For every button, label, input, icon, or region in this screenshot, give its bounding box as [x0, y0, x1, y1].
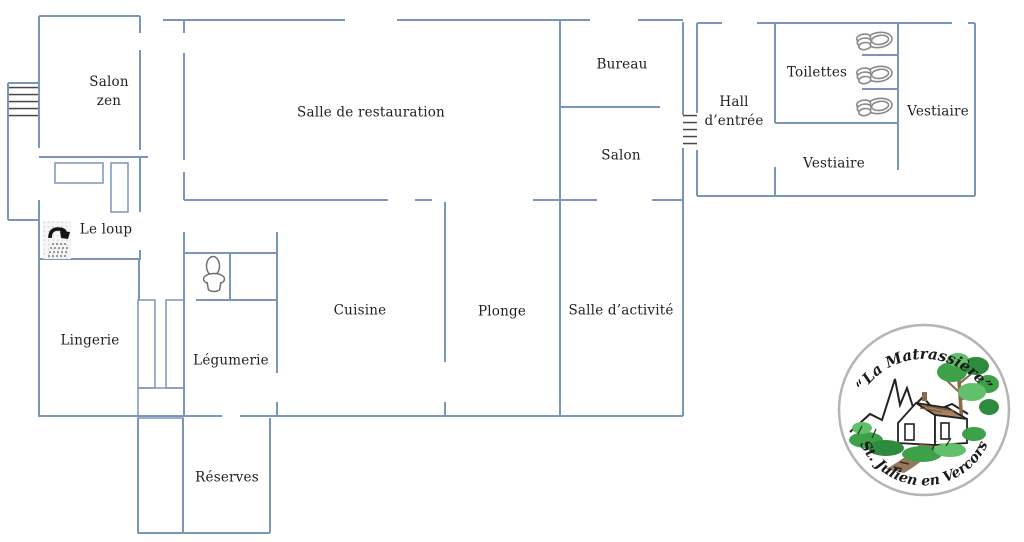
walls-entrance-building — [696, 22, 976, 197]
toilet-stall-icons — [855, 31, 893, 117]
walls-main-building — [7, 15, 684, 534]
central-double-stairs-icon — [137, 299, 185, 417]
toilet-icon — [202, 255, 226, 293]
logo-badge: “La Matrassière” St. Julien en Vercors — [837, 323, 1011, 497]
stairs-to-reserves-icon — [137, 417, 184, 534]
logo-bushes-icon — [849, 422, 986, 462]
logo-tree-icon — [937, 353, 999, 441]
steps-between-buildings-icon — [683, 113, 697, 149]
exterior-west-stairs-icon — [9, 84, 38, 121]
shower-icon — [43, 221, 71, 259]
furniture — [54, 162, 129, 213]
toilet-icon — [855, 97, 893, 117]
toilet-icon — [855, 31, 893, 51]
toilet-icon — [855, 65, 893, 85]
logo-house-icon — [897, 392, 968, 446]
